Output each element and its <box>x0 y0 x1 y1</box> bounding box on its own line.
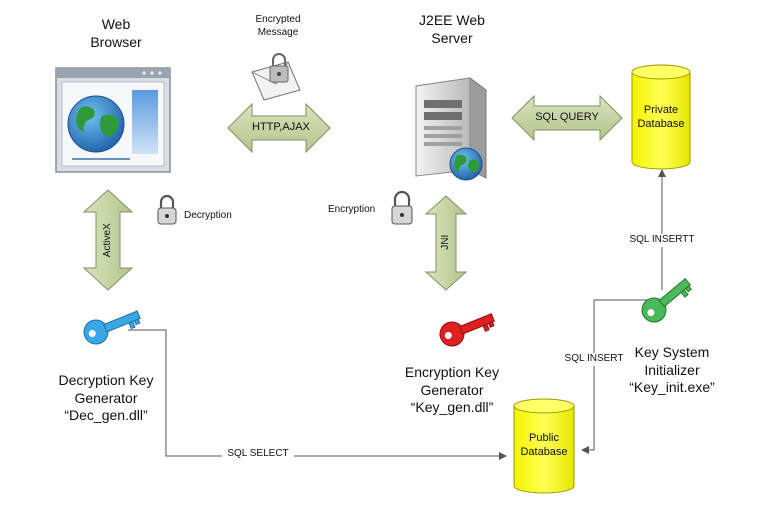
key-initializer-line1: Key System <box>634 344 710 360</box>
encrypted-message-line2: Message <box>257 26 299 38</box>
sql-insert-label: SQL INSERT <box>560 353 628 366</box>
sql-query-arrow <box>511 94 623 142</box>
encryption-generator-line1: Encryption Key <box>404 364 500 380</box>
http-ajax-arrow <box>227 102 331 154</box>
activex-arrow <box>82 189 134 291</box>
key-initializer-key-icon <box>641 277 693 323</box>
key-initializer-line2: Initializer <box>644 361 700 378</box>
encryption-generator-line3: “Key_gen.dll” <box>410 399 494 415</box>
http-ajax-label: HTTP,AJAX <box>252 121 310 133</box>
web-browser-label: Web Browser <box>80 16 152 51</box>
jni-label: JNI <box>439 234 451 250</box>
server-label-line1: J2EE Web <box>419 12 485 28</box>
public-database-label-line1: Public <box>529 432 559 444</box>
decryption-generator-label: Decryption Key Generator “Dec_gen.dll” <box>24 372 188 425</box>
decryption-generator-line1: Decryption Key <box>58 372 154 388</box>
globe-icon <box>449 147 483 181</box>
encryption-label: Encryption <box>328 204 376 215</box>
encrypted-message-label: Encrypted Message <box>238 14 318 39</box>
decryption-generator-line2: Generator <box>74 389 138 406</box>
public-database-cylinder <box>513 398 575 494</box>
private-database-label: Private Database <box>628 104 694 132</box>
activex-label: ActiveX <box>101 223 113 258</box>
private-database-label-line1: Private <box>643 104 679 116</box>
encryption-generator-label: Encryption Key Generator “Key_gen.dll” <box>378 364 526 417</box>
sql-query-label: SQL QUERY <box>535 111 599 123</box>
jni-arrow <box>424 195 468 291</box>
encryption-lock-icon <box>391 190 413 225</box>
encryption-generator-line2: Generator <box>420 381 484 398</box>
key-initializer-line3: “Key_init.exe” <box>629 379 715 395</box>
web-browser-label-line1: Web <box>101 16 131 32</box>
sql-insertt-label: SQL INSERTT <box>626 234 698 247</box>
public-database-label-line2: Database <box>520 445 568 458</box>
web-browser-icon <box>55 67 171 173</box>
encrypted-message-line1: Encrypted <box>255 14 301 25</box>
server-label: J2EE Web Server <box>402 12 502 47</box>
server-label-line2: Server <box>431 29 473 46</box>
sql-insert-connector <box>581 299 650 454</box>
private-database-label-line2: Database <box>637 117 685 130</box>
decryption-label: Decryption <box>184 210 232 221</box>
decryption-generator-line3: “Dec_gen.dll” <box>64 407 148 423</box>
sql-select-label: SQL SELECT <box>222 448 294 461</box>
encrypted-envelope-icon <box>251 53 301 101</box>
private-database-cylinder <box>631 64 691 170</box>
key-initializer-label: Key System Initializer “Key_init.exe” <box>616 344 728 397</box>
public-database-label: Public Database <box>510 432 578 460</box>
sql-select-connector <box>128 329 507 460</box>
decryption-key-icon <box>83 310 141 345</box>
decryption-lock-icon <box>157 194 177 225</box>
encryption-key-icon <box>439 313 495 347</box>
web-browser-label-line2: Browser <box>90 33 142 50</box>
